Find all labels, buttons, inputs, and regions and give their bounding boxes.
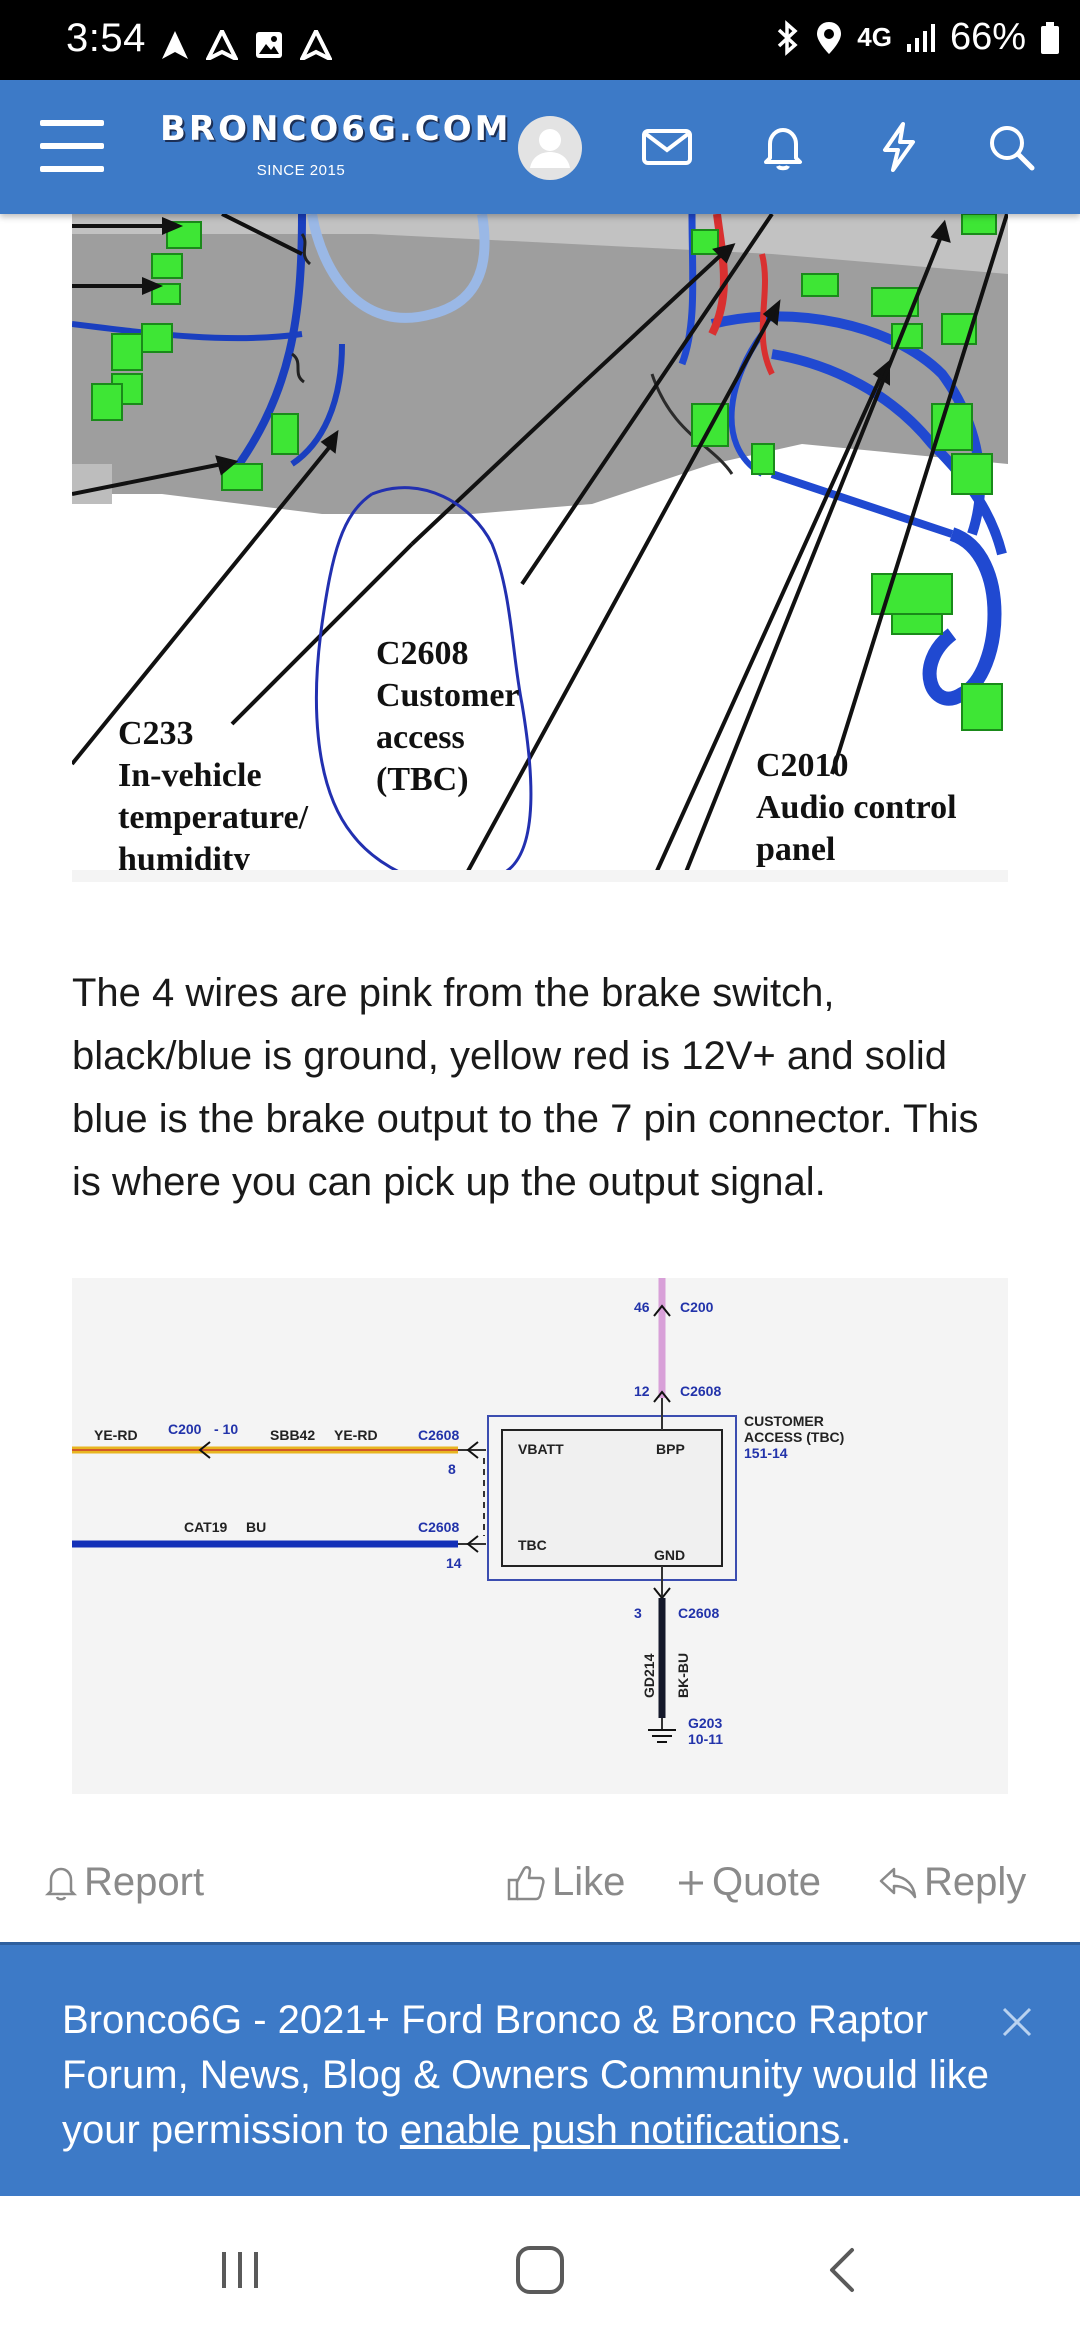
post-body: The 4 wires are pink from the brake swit… <box>72 971 979 1204</box>
sch-label-c2608-bottom: C2608 <box>678 1605 719 1621</box>
sch-label-access: ACCESS (TBC) <box>744 1429 844 1445</box>
sch-label-c200-top: C200 <box>680 1299 714 1315</box>
banner-message: Bronco6G - 2021+ Ford Bronco & Bronco Ra… <box>62 1993 1022 2158</box>
sch-label-cat19: CAT19 <box>184 1519 228 1535</box>
location-icon <box>817 21 842 54</box>
sch-label-ye-rd-mid: YE-RD <box>334 1427 378 1443</box>
battery-icon <box>1041 21 1059 54</box>
navigation-icon <box>300 30 332 60</box>
bell-icon[interactable] <box>756 120 810 174</box>
sch-label-c2608-mid: C2608 <box>418 1519 459 1535</box>
status-right-icons: 4G 66% <box>775 16 1060 59</box>
thumbs-up-icon <box>507 1865 545 1900</box>
battery-percent: 66% <box>949 16 1026 58</box>
label-c2010-line1: C2010 <box>756 747 849 784</box>
sch-label-pin-8: 8 <box>448 1461 456 1477</box>
sch-label-customer: CUSTOMER <box>744 1413 824 1429</box>
back-icon[interactable] <box>814 2240 874 2300</box>
status-bar: 3:54 4G 66% <box>0 0 1080 80</box>
navigation-icon <box>162 31 188 59</box>
sch-label-gd214: GD214 <box>641 1653 657 1698</box>
search-icon[interactable] <box>984 120 1038 174</box>
plus-icon <box>679 1870 703 1895</box>
sch-label-bpp: BPP <box>656 1441 685 1457</box>
site-header: BRONCO6G.COM SINCE 2015 <box>0 80 1080 214</box>
sch-label-pin-10: - 10 <box>214 1421 238 1437</box>
sch-label-pin-46: 46 <box>634 1299 650 1315</box>
recents-icon[interactable] <box>210 2240 270 2300</box>
close-icon[interactable] <box>1000 2005 1034 2039</box>
label-c2608-line2: Customer <box>376 677 520 714</box>
banner-suffix: . <box>840 2108 852 2152</box>
sch-label-bu: BU <box>246 1519 266 1535</box>
sch-label-ye-rd-left: YE-RD <box>94 1427 138 1443</box>
sch-label-sbb42: SBB42 <box>270 1427 315 1443</box>
label-c2010-line3: panel <box>756 831 835 868</box>
label-c2608-line4: (TBC) <box>376 761 469 798</box>
status-left-icons <box>160 30 332 60</box>
label-c2010-line2: Audio control <box>756 789 957 826</box>
bell-icon <box>44 1867 78 1900</box>
post-image-schematic[interactable]: YE-RD C200 - 10 SBB42 YE-RD C2608 8 CAT1… <box>72 1278 1008 1794</box>
label-c2608-line3: access <box>376 719 465 756</box>
enable-notifications-link[interactable]: enable push notifications <box>399 2108 841 2152</box>
sch-label-g203: G203 <box>688 1715 722 1731</box>
sch-label-pin-12: 12 <box>634 1383 650 1399</box>
quote-label: Quote <box>712 1860 821 1904</box>
push-notification-banner: Bronco6G - 2021+ Ford Bronco & Bronco Ra… <box>0 1942 1080 2196</box>
reply-label: Reply <box>924 1860 1027 1904</box>
label-c233-line1: C233 <box>118 715 194 752</box>
sch-label-c200: C200 <box>168 1421 202 1437</box>
sch-label-pin-14: 14 <box>446 1555 462 1571</box>
status-time: 3:54 <box>66 16 146 60</box>
mail-icon[interactable] <box>640 120 694 174</box>
navigation-icon <box>206 30 238 60</box>
site-logo[interactable]: BRONCO6G.COM SINCE 2015 <box>160 108 512 190</box>
sch-label-ref-151: 151-14 <box>744 1445 788 1461</box>
label-c233-line2: In-vehicle <box>118 757 262 794</box>
sch-label-tbc: TBC <box>518 1537 547 1553</box>
logo-wordmark: BRONCO6G.COM <box>160 109 512 149</box>
bluetooth-icon <box>778 19 798 56</box>
quote-button[interactable]: Quote <box>676 1860 821 1905</box>
label-c233-line3: temperature/ <box>118 799 309 836</box>
signal-icon <box>906 23 935 52</box>
logo-tagline: SINCE 2015 <box>256 162 346 179</box>
menu-icon[interactable] <box>40 120 104 172</box>
network-type: 4G <box>857 22 892 52</box>
bolt-icon[interactable] <box>872 120 926 174</box>
post-actions: Report Like Quote Reply <box>0 1860 1080 1920</box>
post-image-harness[interactable]: C233 In-vehicle temperature/ humidity C2… <box>72 214 1008 882</box>
system-nav-bar <box>0 2196 1080 2340</box>
sch-label-c2608-upper: C2608 <box>680 1383 721 1399</box>
reply-button[interactable]: Reply <box>878 1860 1026 1905</box>
banner-text: Bronco6G - 2021+ Ford Bronco & Bronco Ra… <box>62 1998 989 2152</box>
avatar-icon <box>530 129 570 168</box>
reply-icon <box>879 1867 917 1898</box>
like-button[interactable]: Like <box>506 1860 625 1905</box>
report-button[interactable]: Report <box>44 1860 204 1905</box>
sch-label-bk-bu: BK-BU <box>675 1653 691 1698</box>
sch-label-gnd: GND <box>654 1547 685 1563</box>
label-c2608-line1: C2608 <box>376 635 469 672</box>
sch-label-vbatt: VBATT <box>518 1441 564 1457</box>
sch-label-c2608-top: C2608 <box>418 1427 459 1443</box>
sch-label-pin-3: 3 <box>634 1605 642 1621</box>
home-icon[interactable] <box>510 2240 570 2300</box>
report-label: Report <box>84 1860 205 1904</box>
avatar[interactable] <box>518 116 582 180</box>
gallery-icon <box>256 32 282 58</box>
sch-label-ref-10-11: 10-11 <box>688 1731 723 1747</box>
like-label: Like <box>552 1860 626 1904</box>
